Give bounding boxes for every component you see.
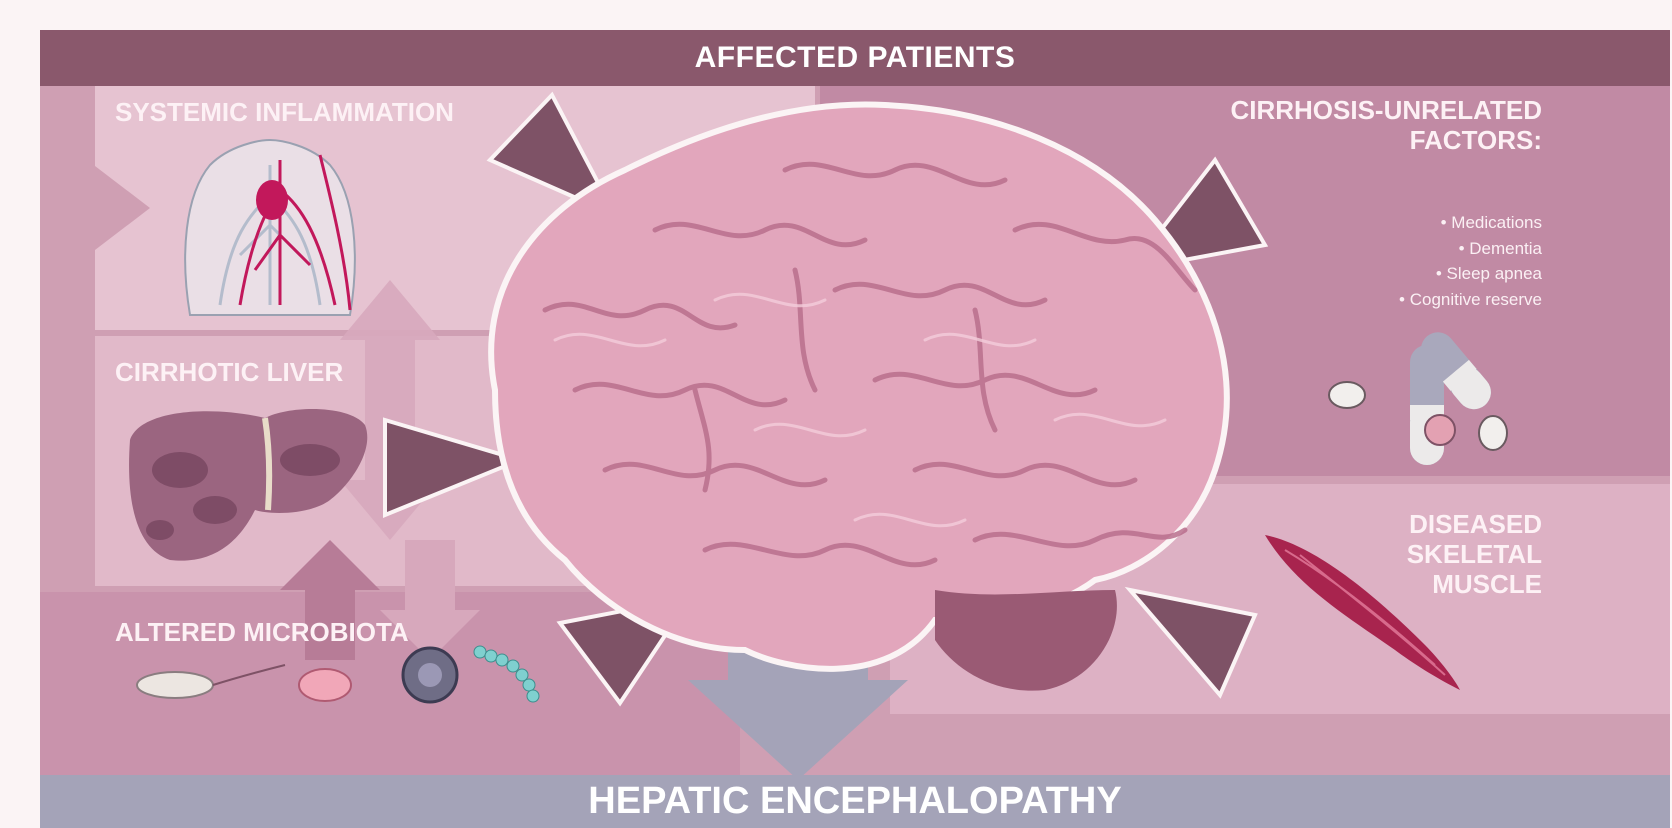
factor-item: • Medications (1399, 210, 1542, 236)
affected-patients-header: AFFECTED PATIENTS (40, 30, 1670, 86)
hepatic-encephalopathy-footer: HEPATIC ENCEPHALOPATHY (40, 775, 1670, 828)
header-title: AFFECTED PATIENTS (695, 41, 1016, 75)
circulatory-torso-icon (170, 135, 370, 315)
factor-item: • Cognitive reserve (1399, 287, 1542, 313)
factor-item: • Sleep apnea (1399, 261, 1542, 287)
brain-illustration (455, 90, 1245, 700)
systemic-inflammation-label: SYSTEMIC INFLAMMATION (115, 98, 454, 128)
cirrhosis-unrelated-line1: CIRRHOSIS-UNRELATED (1230, 96, 1542, 126)
cirrhosis-unrelated-line2: FACTORS: (1230, 126, 1542, 156)
footer-title: HEPATIC ENCEPHALOPATHY (588, 780, 1121, 823)
cirrhosis-unrelated-title: CIRRHOSIS-UNRELATED FACTORS: (1230, 96, 1542, 156)
medication-pills-icon (1325, 325, 1525, 465)
factors-list: • Medications • Dementia • Sleep apnea •… (1242, 210, 1542, 330)
factor-item: • Dementia (1399, 236, 1542, 262)
cirrhotic-liver-label: CIRRHOTIC LIVER (115, 358, 343, 388)
liver-icon (120, 400, 370, 565)
skeletal-muscle-icon (1255, 525, 1465, 695)
